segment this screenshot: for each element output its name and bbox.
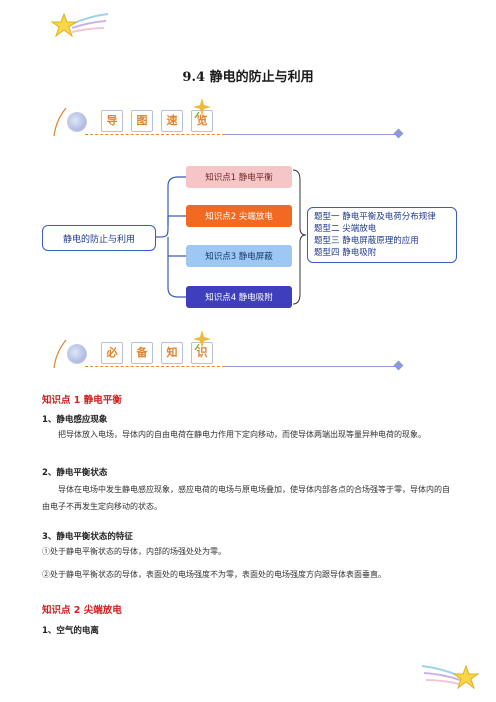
- type-item: 题型一 静电平衡及电荷分布规律: [314, 212, 436, 222]
- section-banner-knowledge: 必 备 知 识: [45, 330, 445, 372]
- brush-stroke-icon: [53, 107, 67, 137]
- page-title: 9.4 静电的防止与利用: [182, 70, 314, 85]
- paragraph-2: 导体在电场中发生静电感应现象，感应电荷的电场与原电场叠加，使导体内部各点的合场强…: [42, 485, 450, 511]
- banner-char: 图: [131, 110, 153, 132]
- type-item: 题型三 静电屏蔽原理的应用: [314, 236, 419, 246]
- sparkle-icon: [193, 98, 211, 118]
- mindmap-knowledge-3: 知识点3 静电屏蔽: [186, 245, 292, 267]
- sparkle-icon: [193, 330, 211, 350]
- mindmap-root: 静电的防止与利用: [42, 225, 156, 251]
- subheading-2: 2、静电平衡状态: [42, 468, 108, 478]
- banner-char: 知: [161, 342, 183, 364]
- orb-icon: [67, 344, 87, 364]
- type-item: 题型四 静电吸附: [314, 248, 377, 258]
- subheading-4: 1、空气的电离: [42, 626, 99, 636]
- mindmap-types: 题型一 静电平衡及电荷分布规律 题型二 尖端放电 题型三 静电屏蔽原理的应用 题…: [307, 207, 457, 263]
- mindmap-connectors: [155, 169, 307, 305]
- brush-stroke-icon: [53, 339, 67, 369]
- subheading-1: 1、静电感应现象: [42, 415, 108, 425]
- list-item-2: ②处于静电平衡状态的导体，表面处的电场强度不为零，表面处的电场强度方向跟导体表面…: [42, 570, 386, 579]
- mindmap-knowledge-1: 知识点1 静电平衡: [186, 166, 292, 188]
- knowledge-heading-1: 知识点 1 静电平衡: [42, 395, 122, 406]
- mindmap-knowledge-4: 知识点4 静电吸附: [186, 286, 292, 308]
- banner-char: 导: [101, 110, 123, 132]
- type-item: 题型二 尖端放电: [314, 224, 377, 234]
- shooting-star-icon: [50, 12, 109, 38]
- banner-char: 必: [101, 342, 123, 364]
- mindmap-knowledge-2: 知识点2 尖端放电: [186, 205, 292, 227]
- section-banner-overview: 导 图 速 览: [45, 98, 445, 140]
- banner-char: 速: [161, 110, 183, 132]
- knowledge-heading-2: 知识点 2 尖端放电: [42, 605, 122, 616]
- paragraph-1: 把导体放入电场，导体内的自由电荷在静电力作用下定向移动，而使导体两端出现等量异种…: [58, 430, 426, 439]
- shooting-star-icon-bottom: [421, 664, 480, 690]
- subheading-3: 3、静电平衡状态的特征: [42, 532, 133, 542]
- banner-char: 备: [131, 342, 153, 364]
- list-item-1: ①处于静电平衡状态的导体，内部的场强处处为零。: [42, 547, 226, 556]
- orb-icon: [67, 112, 87, 132]
